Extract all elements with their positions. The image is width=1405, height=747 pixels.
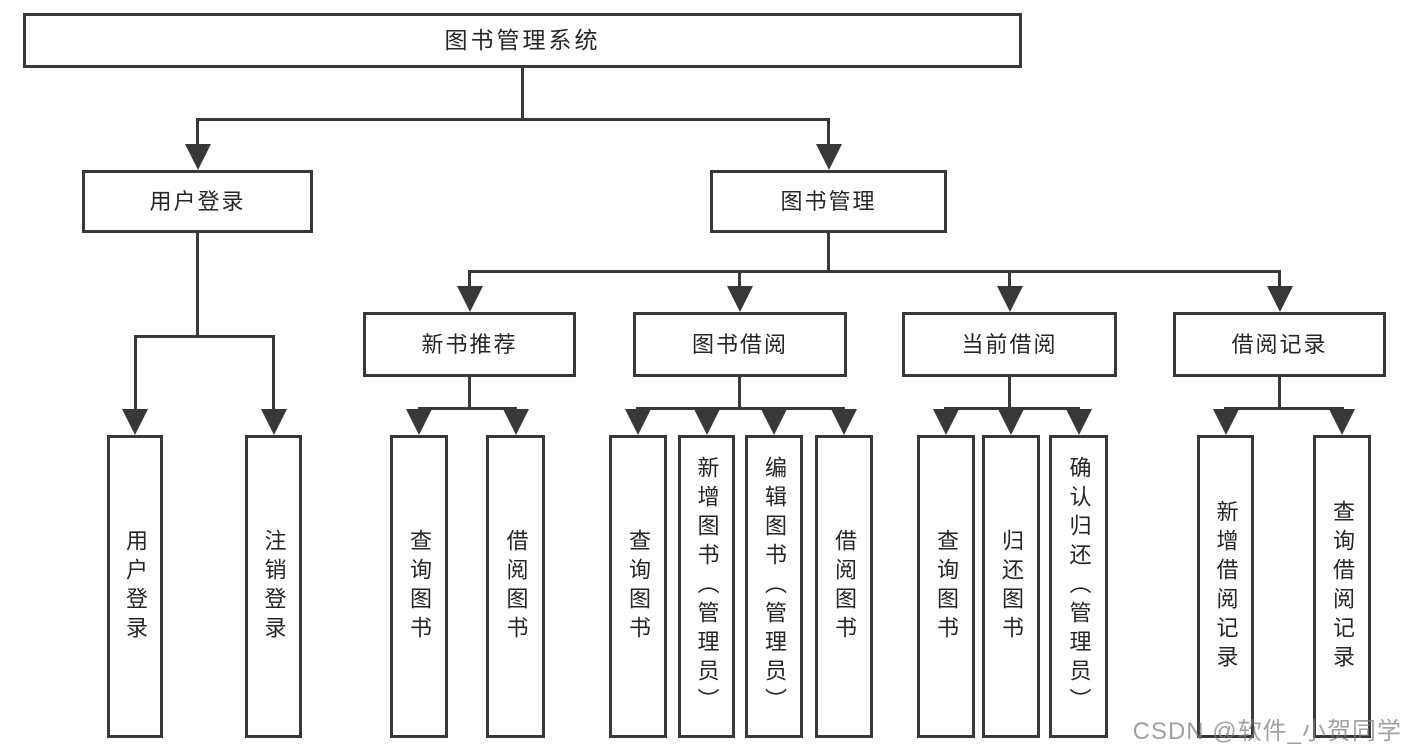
arrow-down-icon <box>997 286 1023 312</box>
connector-vline <box>134 335 137 411</box>
arrow-down-icon <box>1267 286 1293 312</box>
leaf-borrow-books-2: 借阅图书 <box>815 435 873 738</box>
arrow-down-icon <box>933 409 959 435</box>
connector-hline <box>134 335 275 338</box>
leaf-query-books-3: 查询图书 <box>917 435 975 738</box>
connector-vline <box>468 377 471 410</box>
node-book-borrow: 图书借阅 <box>633 312 847 377</box>
arrow-down-icon <box>185 144 211 170</box>
connector-hline <box>945 407 1080 410</box>
arrow-down-icon <box>998 409 1024 435</box>
connector-vline <box>272 335 275 411</box>
connector-vline <box>1008 270 1011 290</box>
arrow-down-icon <box>694 409 720 435</box>
connector-vline <box>738 270 741 290</box>
leaf-borrow-books-1: 借阅图书 <box>486 435 545 738</box>
arrow-down-icon <box>816 144 842 170</box>
arrow-down-icon <box>625 409 651 435</box>
leaf-logout: 注销登录 <box>245 435 302 738</box>
arrow-down-icon <box>727 286 753 312</box>
connector-vline <box>521 68 524 121</box>
arrow-down-icon <box>457 286 483 312</box>
connector-vline <box>738 377 741 410</box>
connector-hline <box>1224 407 1344 410</box>
arrow-down-icon <box>1329 409 1355 435</box>
leaf-add-borrow-record: 新增借阅记录 <box>1197 435 1254 738</box>
arrow-down-icon <box>406 409 432 435</box>
csdn-watermark: CSDN @软件_小贺同学 <box>1132 718 1402 745</box>
node-book-management: 图书管理 <box>710 170 947 233</box>
connector-vline <box>1008 377 1011 410</box>
connector-hline <box>637 407 845 410</box>
connector-hline <box>196 118 830 121</box>
arrow-down-icon <box>831 409 857 435</box>
arrow-down-icon <box>761 409 787 435</box>
arrow-down-icon <box>1066 409 1092 435</box>
leaf-confirm-return-admin: 确认归还（管理员） <box>1049 435 1108 738</box>
leaf-add-book-admin: 新增图书（管理员） <box>678 435 735 738</box>
connector-vline <box>196 233 199 338</box>
node-current-borrow: 当前借阅 <box>902 312 1117 377</box>
leaf-query-books-2: 查询图书 <box>609 435 667 738</box>
connector-vline <box>1278 377 1281 410</box>
node-new-book-recommend: 新书推荐 <box>363 312 576 377</box>
arrow-down-icon <box>261 409 287 435</box>
leaf-user-login: 用户登录 <box>107 435 163 738</box>
arrow-down-icon <box>503 409 529 435</box>
connector-vline <box>827 118 830 148</box>
leaf-edit-book-admin: 编辑图书（管理员） <box>745 435 803 738</box>
leaf-query-books-1: 查询图书 <box>390 435 448 738</box>
connector-vline <box>827 233 830 273</box>
connector-vline <box>468 270 471 290</box>
connector-vline <box>196 118 199 148</box>
connector-hline <box>418 407 517 410</box>
leaf-query-borrow-record: 查询借阅记录 <box>1313 435 1371 738</box>
arrow-down-icon <box>122 409 148 435</box>
arrow-down-icon <box>1213 409 1239 435</box>
node-root: 图书管理系统 <box>23 13 1022 68</box>
connector-vline <box>1278 270 1281 290</box>
connector-hline <box>468 270 1281 273</box>
node-user-login: 用户登录 <box>82 170 313 233</box>
node-borrow-records: 借阅记录 <box>1173 312 1386 377</box>
leaf-return-book: 归还图书 <box>982 435 1040 738</box>
